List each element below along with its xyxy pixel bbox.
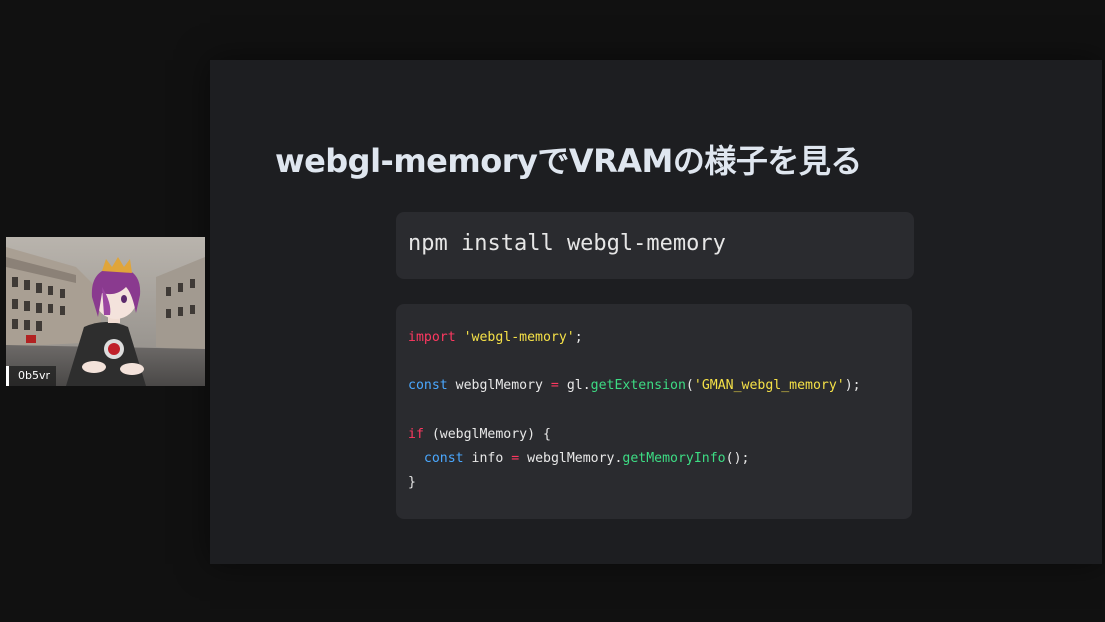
code-punct: }	[408, 475, 416, 491]
code-space	[456, 330, 464, 345]
code-string: 'webgl-memory'	[463, 330, 575, 345]
code-indent	[408, 451, 424, 466]
webcam-name-label: 0b5vr	[6, 366, 57, 386]
code-punct: );	[844, 378, 861, 394]
code-identifier: webglMemory.	[519, 451, 623, 467]
code-operator: =	[550, 378, 559, 394]
code-identifier: webglMemory	[447, 378, 551, 394]
code-line-3: if (webglMemory) {	[408, 427, 551, 442]
webcam-video-image	[6, 237, 205, 386]
code-punct: (	[685, 378, 694, 394]
code-identifier: (webglMemory) {	[423, 426, 551, 442]
code-keyword: import	[408, 330, 456, 345]
code-punct: ();	[725, 451, 750, 467]
install-command: npm install webgl-memory	[408, 231, 726, 256]
code-snippet-box: import 'webgl-memory'; const webglMemory…	[396, 304, 912, 519]
code-line-5: }	[408, 475, 416, 490]
code-identifier: gl.	[558, 378, 591, 394]
code-line-1: import 'webgl-memory';	[408, 330, 583, 345]
slide-title: webgl-memoryでVRAMの様子を見る	[275, 142, 862, 180]
code-keyword: if	[408, 426, 424, 442]
code-string: 'GMAN_webgl_memory'	[693, 378, 845, 394]
code-line-4: const info = webglMemory.getMemoryInfo()…	[408, 451, 750, 467]
presentation-slide: webgl-memoryでVRAMの様子を見る npm install webg…	[210, 60, 1102, 564]
code-keyword: const	[423, 451, 464, 467]
code-line-2: const webglMemory = gl.getExtension('GMA…	[408, 378, 861, 393]
install-command-box: npm install webgl-memory	[396, 212, 914, 279]
code-keyword: const	[408, 378, 448, 394]
code-function: getExtension	[590, 378, 686, 394]
code-snippet: import 'webgl-memory'; const webglMemory…	[408, 326, 861, 495]
code-punct: ;	[574, 330, 583, 345]
webcam-overlay	[6, 237, 205, 386]
code-identifier: info	[463, 451, 512, 467]
code-function: getMemoryInfo	[622, 451, 726, 467]
code-operator: =	[511, 451, 520, 467]
